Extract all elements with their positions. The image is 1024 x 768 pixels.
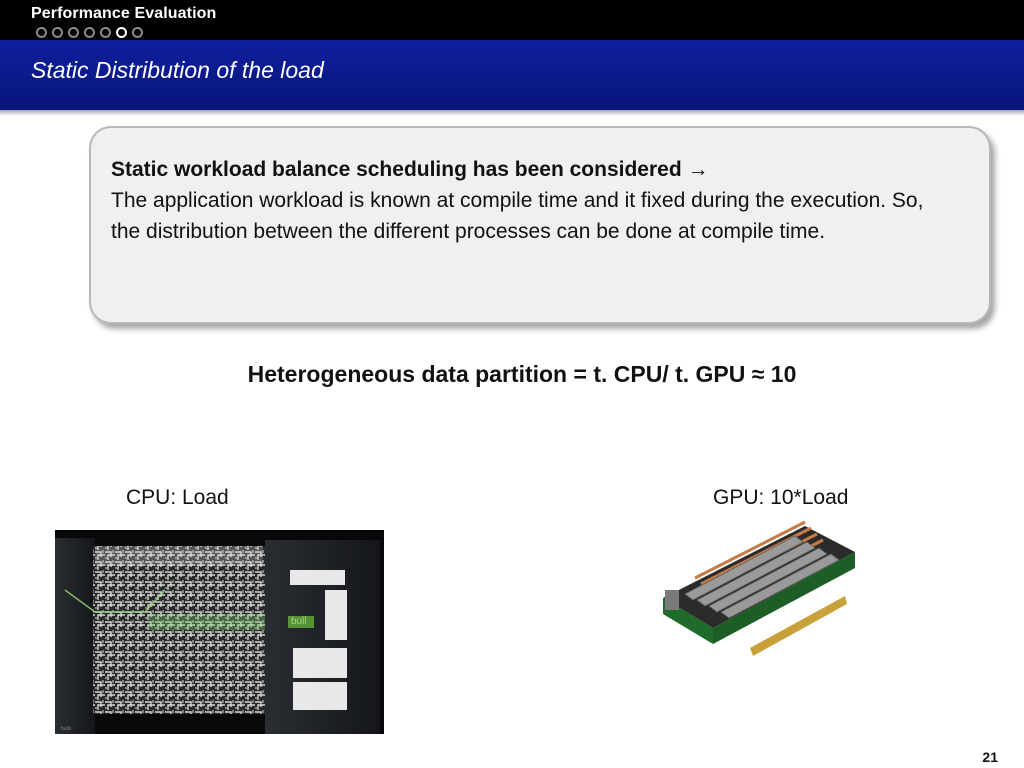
nav-dot[interactable] bbox=[84, 27, 95, 38]
cpu-label: CPU: Load bbox=[126, 486, 229, 509]
gpu-card-image bbox=[655, 518, 860, 663]
callout-body: The application workload is known at com… bbox=[111, 189, 924, 243]
nav-dot[interactable] bbox=[100, 27, 111, 38]
slide-navigation-dots bbox=[36, 27, 143, 38]
svg-text:bullx: bullx bbox=[61, 726, 72, 732]
callout-box: Static workload balance scheduling has b… bbox=[89, 126, 991, 324]
nav-dot-current[interactable] bbox=[116, 27, 127, 38]
title-bar: Static Distribution of the load bbox=[0, 40, 1024, 116]
nav-dot[interactable] bbox=[52, 27, 63, 38]
partition-formula: Heterogeneous data partition = t. CPU/ t… bbox=[247, 361, 797, 387]
gpu-label: GPU: 10*Load bbox=[713, 486, 849, 509]
nav-dot[interactable] bbox=[36, 27, 47, 38]
page-number: 21 bbox=[982, 749, 998, 765]
gpu-card-illustration bbox=[663, 520, 855, 656]
bull-supercomputer-illustration: bull bullx bbox=[55, 530, 384, 734]
callout-text: Static workload balance scheduling has b… bbox=[111, 154, 931, 247]
section-title: Performance Evaluation bbox=[31, 5, 217, 22]
top-bar: Performance Evaluation bbox=[0, 0, 1024, 40]
slide-title: Static Distribution of the load bbox=[31, 57, 324, 83]
callout-heading: Static workload balance scheduling has b… bbox=[111, 158, 682, 181]
nav-dot[interactable] bbox=[68, 27, 79, 38]
nav-dot[interactable] bbox=[132, 27, 143, 38]
arrow-right-icon: → bbox=[687, 158, 709, 181]
bull-supercomputer-image: bull bullx bbox=[55, 530, 384, 734]
